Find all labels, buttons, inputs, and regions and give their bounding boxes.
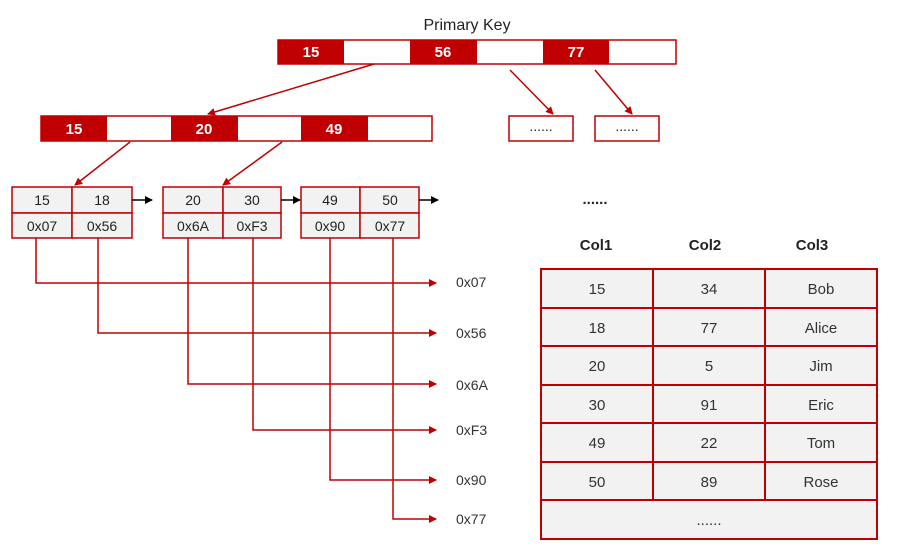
address-pointer-line (329, 238, 437, 484)
leaf-address-label: 0x90 (315, 218, 346, 234)
table-cell: Alice (805, 320, 838, 337)
table-cell: 91 (701, 397, 718, 414)
table-cell: 89 (701, 474, 718, 491)
address-label: 0x07 (456, 274, 487, 290)
root-key-label: 56 (435, 44, 452, 61)
table-body (540, 268, 878, 540)
table-header: Col1 (580, 237, 613, 254)
root-key-cell (410, 40, 477, 64)
level2-key-label: 15 (66, 121, 83, 138)
leaf-key-label: 50 (382, 192, 398, 208)
table-cell: 34 (701, 281, 718, 298)
table-cell: Rose (803, 474, 838, 491)
leaf-node: 49 50 0x90 0x77 (300, 186, 420, 239)
placeholder-ellipsis: ...... (615, 118, 638, 134)
root-pointer-arrow (594, 69, 633, 115)
address-label: 0x6A (456, 377, 489, 393)
leaf-address-label: 0x56 (87, 218, 118, 234)
address-pointer-line (97, 238, 437, 337)
table-header: Col3 (796, 237, 829, 254)
table-cell: Jim (809, 358, 832, 375)
address-label: 0x90 (456, 472, 487, 488)
level2-pointer-arrow (74, 141, 131, 186)
level2-key-cell (41, 116, 107, 141)
data-table: ...... Col1 Col2 Col3 15 34 Bob 18 77 Al… (540, 191, 878, 540)
root-node: 15 56 77 (277, 39, 677, 65)
address-pointer-line (392, 238, 437, 523)
leaf-address-label: 0xF3 (236, 218, 267, 234)
table-cell: 5 (705, 358, 713, 375)
level2-pointer-arrow (222, 141, 283, 186)
level2-key-label: 49 (326, 121, 343, 138)
leaf-address-label: 0x6A (177, 218, 210, 234)
level2-key-cell (301, 116, 368, 141)
table-top-ellipsis: ...... (582, 191, 607, 208)
table-cell: Tom (807, 435, 835, 452)
leaf-key-label: 30 (244, 192, 260, 208)
root-pointer-arrow (509, 69, 554, 115)
table-header: Col2 (689, 237, 722, 254)
table-footer-ellipsis: ...... (696, 512, 721, 529)
address-label: 0x56 (456, 325, 487, 341)
table-cell: 15 (589, 281, 606, 298)
leaf-node: 15 18 0x07 0x56 (11, 186, 133, 239)
root-pointer-arrow (207, 63, 375, 116)
level2-placeholder-node: ...... (594, 115, 660, 142)
address-pointer-line (187, 238, 437, 388)
address-label: 0x77 (456, 511, 487, 527)
address-pointer-line (35, 238, 437, 287)
table-cell: 49 (589, 435, 606, 452)
level2-key-label: 20 (196, 121, 213, 138)
table-cell: 18 (589, 320, 606, 337)
root-key-cell (543, 40, 609, 64)
address-pointer-line (252, 238, 437, 434)
table-cell: 50 (589, 474, 606, 491)
root-key-label: 15 (303, 44, 320, 61)
leaf-key-label: 15 (34, 192, 50, 208)
table-cell: 22 (701, 435, 718, 452)
leaf-key-label: 20 (185, 192, 201, 208)
level2-node: 15 20 49 (40, 115, 433, 142)
address-label: 0xF3 (456, 422, 487, 438)
leaf-key-label: 18 (94, 192, 110, 208)
leaf-node: 20 30 0x6A 0xF3 (162, 186, 282, 239)
leaf-key-label: 49 (322, 192, 338, 208)
table-cell: Bob (808, 281, 835, 298)
placeholder-ellipsis: ...... (529, 118, 552, 134)
level2-placeholder-node: ...... (508, 115, 574, 142)
table-cell: Eric (808, 397, 834, 414)
table-cell: 77 (701, 320, 718, 337)
table-cell: 30 (589, 397, 606, 414)
level2-key-cell (171, 116, 238, 141)
leaf-address-label: 0x07 (27, 218, 58, 234)
table-cell: 20 (589, 358, 606, 375)
diagram-title: Primary Key (423, 17, 510, 34)
root-key-cell (278, 40, 344, 64)
root-key-label: 77 (568, 44, 585, 61)
leaf-address-label: 0x77 (375, 218, 406, 234)
